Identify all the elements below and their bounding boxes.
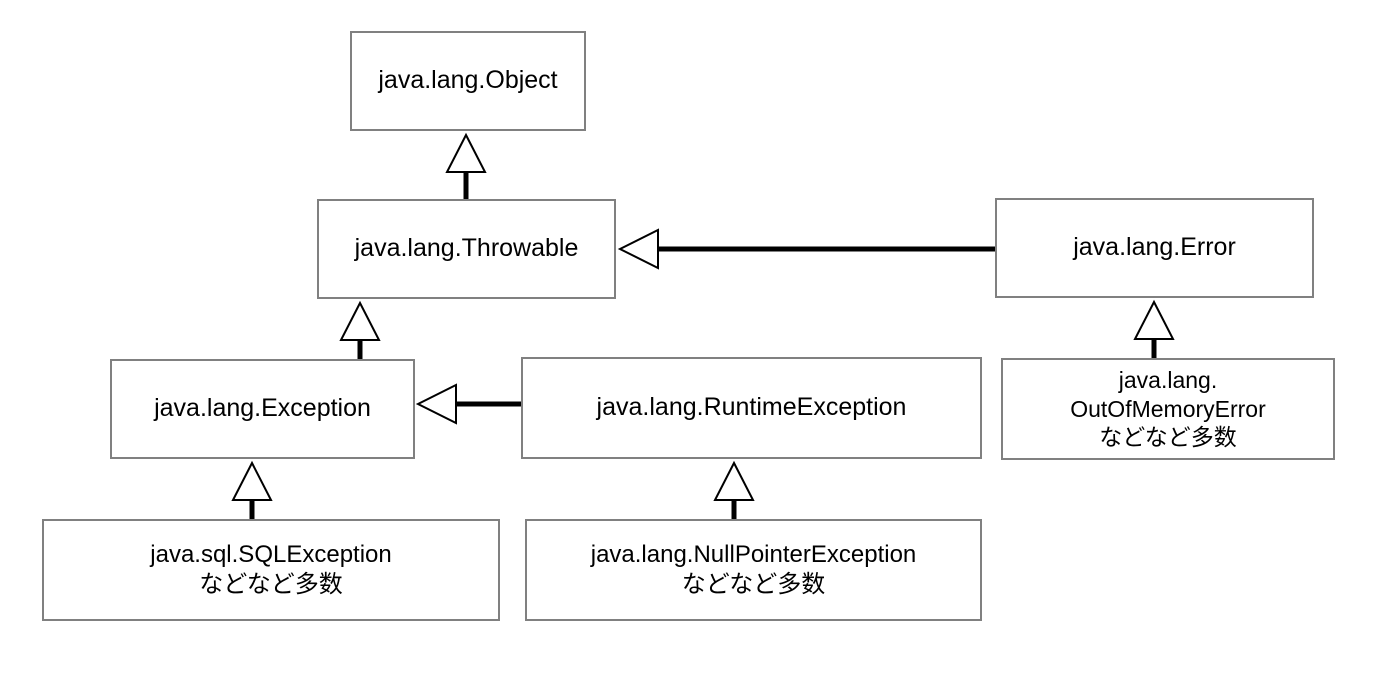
edge-throwable-exception [339,300,381,359]
class-box-label: java.lang.Error [1073,233,1236,262]
class-box-java-lang-exception[interactable]: java.lang.Exception [110,359,415,459]
class-box-label: java.lang.Exception [154,394,371,423]
class-box-java-lang-outofmemoryerror[interactable]: java.lang. OutOfMemoryError などなど多数 [1001,358,1335,460]
class-box-java-lang-error[interactable]: java.lang.Error [995,198,1314,298]
class-box-java-lang-nullpointerexception[interactable]: java.lang.NullPointerException などなど多数 [525,519,982,621]
class-box-label: java.lang.Object [378,66,558,95]
class-box-label: java.lang.Throwable [354,234,579,263]
class-box-java-lang-runtimeexception[interactable]: java.lang.RuntimeException [521,357,982,459]
edge-throwable-error [617,228,995,270]
class-box-label: java.lang.RuntimeException [596,393,907,422]
class-box-java-lang-object[interactable]: java.lang.Object [350,31,586,131]
class-box-java-sql-sqlexception[interactable]: java.sql.SQLException などなど多数 [42,519,500,621]
edge-exception-sql [231,460,273,519]
edge-object-throwable [445,132,487,199]
class-box-label: java.lang. OutOfMemoryError などなど多数 [1070,366,1266,451]
class-box-label: java.lang.NullPointerException などなど多数 [590,540,917,598]
class-box-java-lang-throwable[interactable]: java.lang.Throwable [317,199,616,299]
edge-runtime-npe [713,460,755,519]
class-box-label: java.sql.SQLException などなど多数 [150,540,392,598]
edge-error-oome [1133,299,1175,358]
edge-exception-runtime [415,383,521,425]
